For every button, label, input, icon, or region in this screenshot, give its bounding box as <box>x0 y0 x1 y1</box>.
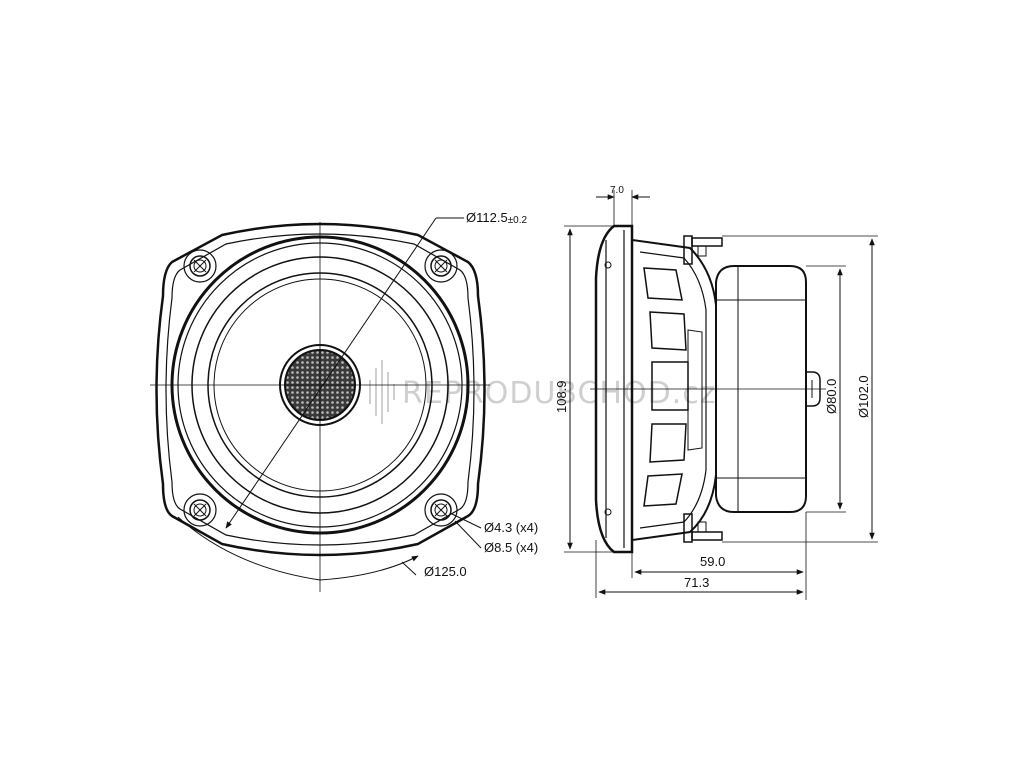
watermark-logo <box>369 360 395 424</box>
outer-diameter-tick <box>177 516 187 525</box>
cutout-diameter-line <box>225 217 437 529</box>
side-view: 7.0 108.9 Ø80.0 Ø102.0 59.0 71.3 <box>554 185 878 600</box>
hole-small-leader <box>449 512 482 529</box>
mounting-hole <box>183 249 217 283</box>
hole-large-label: Ø8.5 (x4) <box>484 540 538 555</box>
mounting-hole <box>424 249 458 283</box>
front-view: Ø112.5±0.2 Ø125.0 Ø4.3 (x4) Ø8.5 (x4) <box>150 210 538 592</box>
terminal-top <box>683 235 723 265</box>
outer-diameter-leader <box>401 561 417 576</box>
magnet-body <box>715 265 807 513</box>
outer-diameter-label: Ø125.0 <box>424 564 467 579</box>
outer-diameter-arc <box>185 523 419 581</box>
basket-window <box>643 267 703 507</box>
basket-inner-outline <box>639 251 707 529</box>
mounting-hole <box>183 493 217 527</box>
frame-diameter-label: Ø102.0 <box>856 375 871 418</box>
flange-hole-mark <box>604 508 612 516</box>
mount-depth-label: 59.0 <box>700 554 725 569</box>
flange-thickness-label: 7.0 <box>610 185 624 196</box>
front-flange-inner <box>165 233 475 546</box>
flange-hole-mark <box>604 261 612 269</box>
mounting-hole <box>424 493 458 527</box>
hole-small-label: Ø4.3 (x4) <box>484 520 538 535</box>
total-depth-label: 71.3 <box>684 575 709 590</box>
front-flange <box>155 222 486 557</box>
watermark-text: REPRODUBCHOD.cz <box>402 376 716 411</box>
terminal-bottom <box>683 513 723 543</box>
watermark: REPRODUBCHOD.cz <box>369 360 716 424</box>
magnet-diameter-label: Ø80.0 <box>824 379 839 414</box>
total-height-label: 108.9 <box>554 380 569 413</box>
cutout-diameter-label: Ø112.5±0.2 <box>466 210 528 226</box>
hole-large-leader <box>454 520 482 549</box>
